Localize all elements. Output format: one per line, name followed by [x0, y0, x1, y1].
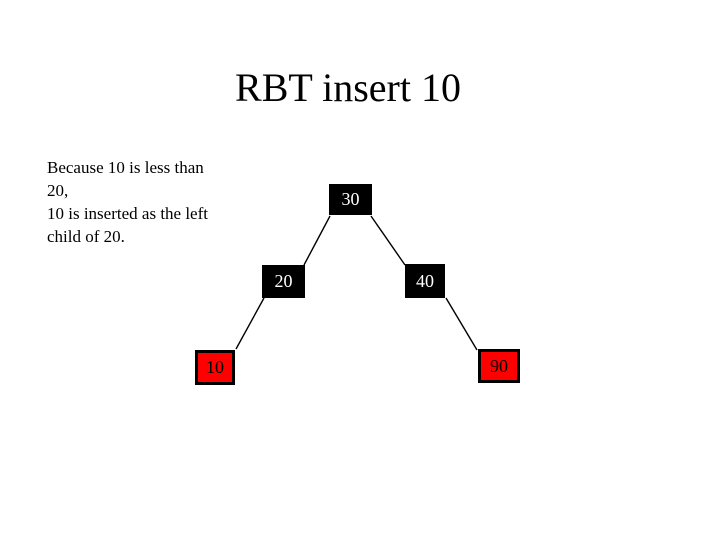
slide-title: RBT insert 10 [235, 65, 461, 110]
tree-edge-30-40 [370, 215, 406, 266]
explanation-text: Because 10 is less than 20, 10 is insert… [47, 158, 208, 246]
tree-edge-30-20 [303, 215, 331, 266]
tree-edge-40-90 [445, 297, 478, 351]
tree-node-90: 90 [478, 349, 520, 383]
tree-node-20: 20 [262, 265, 305, 298]
tree-node-10: 10 [195, 350, 235, 385]
tree-node-30: 30 [329, 184, 372, 215]
tree-node-40: 40 [405, 264, 445, 298]
tree-edge-20-10 [235, 297, 265, 350]
